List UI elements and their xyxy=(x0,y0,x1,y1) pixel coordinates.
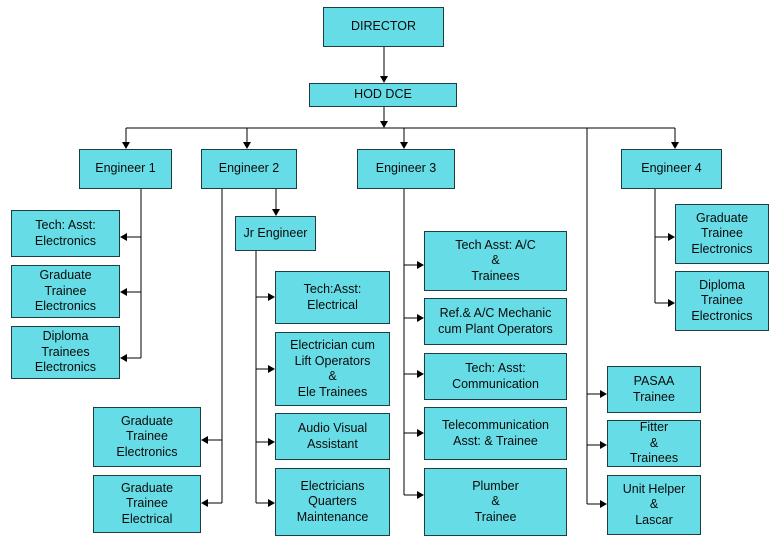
node-engineer-2: Engineer 2 xyxy=(201,149,297,189)
node-line: Trainee xyxy=(633,389,675,404)
node-line: Graduate xyxy=(120,480,174,495)
node-engineer-4: Engineer 4 xyxy=(621,149,722,189)
node-line: Electronics xyxy=(34,299,97,314)
node-e4-diploma-trainee-electronics: Diploma Trainee Electronics xyxy=(675,271,769,331)
node-line: Electronics xyxy=(691,308,753,323)
node-unit-helper-lascar: Unit Helper & Lascar xyxy=(607,475,701,535)
node-e2-graduate-trainee-electronics: Graduate Trainee Electronics xyxy=(93,407,201,467)
node-label: Engineer 1 xyxy=(95,161,156,176)
node-line: Electrical xyxy=(307,297,358,312)
node-line: Graduate xyxy=(120,413,174,428)
node-line: Electricians xyxy=(300,478,365,493)
node-line: Trainees xyxy=(471,268,520,283)
node-engineer-3: Engineer 3 xyxy=(357,149,455,189)
node-line: Assistant xyxy=(307,436,358,451)
node-line: Maintenance xyxy=(296,509,369,524)
node-director: DIRECTOR xyxy=(323,7,444,47)
node-line: Ref.& A/C Mechanic xyxy=(439,306,552,320)
node-e3-tech-asst-ac-trainees: Tech Asst: A/C & Trainees xyxy=(424,231,567,291)
node-line: Electrician cum xyxy=(290,338,375,352)
node-engineer-1: Engineer 1 xyxy=(79,149,172,189)
node-line: & xyxy=(649,497,659,512)
node-line: Lascar xyxy=(635,512,673,527)
node-line: Diploma xyxy=(42,329,89,344)
node-line: Electronics xyxy=(691,241,753,256)
node-line: Plumber xyxy=(472,478,519,493)
node-jr-tech-asst-electrical: Tech:Asst: Electrical xyxy=(275,271,390,324)
node-line: Tech:Asst: xyxy=(303,282,362,296)
node-line: & xyxy=(649,435,659,450)
node-line: Telecommunication xyxy=(442,418,549,432)
node-line: Trainee xyxy=(474,509,517,524)
node-line: Trainees xyxy=(41,344,90,359)
node-label: HOD DCE xyxy=(354,87,412,102)
node-e4-graduate-trainee-electronics: Graduate Trainee Electronics xyxy=(675,204,769,264)
node-line: Trainee xyxy=(701,226,743,241)
node-line: Unit Helper xyxy=(622,481,686,496)
node-line: Communication xyxy=(452,376,539,391)
node-line: Trainee xyxy=(126,429,168,444)
node-line: Electronics xyxy=(34,233,97,248)
node-label: Engineer 3 xyxy=(375,161,437,176)
node-line: Asst: & Trainee xyxy=(453,433,538,448)
node-line: Tech: Asst: xyxy=(35,218,96,232)
node-line: Graduate xyxy=(39,268,92,283)
node-line: & xyxy=(491,253,500,268)
node-line: PASAA xyxy=(633,374,675,388)
node-line: & xyxy=(491,494,500,509)
node-line: Diploma xyxy=(699,277,745,292)
node-line: Electronics xyxy=(34,360,97,375)
node-e3-plumber-trainee: Plumber & Trainee xyxy=(424,468,567,536)
node-jr-engineer: Jr Engineer xyxy=(235,216,316,251)
node-e3-tech-asst-communication: Tech: Asst: Communication xyxy=(424,353,567,400)
node-line: Trainee xyxy=(44,283,87,298)
node-line: Graduate xyxy=(695,210,749,225)
node-line: Quarters xyxy=(308,494,357,509)
node-line: Electrical xyxy=(121,511,173,526)
node-jr-electrician-lift-operators: Electrician cum Lift Operators & Ele Tra… xyxy=(275,332,390,406)
node-line: & xyxy=(328,369,337,383)
node-line: Ele Trainees xyxy=(297,384,368,399)
node-line: Audio Visual xyxy=(297,421,368,435)
node-e1-tech-asst-electronics: Tech: Asst: Electronics xyxy=(11,210,120,257)
node-hod-dce: HOD DCE xyxy=(309,83,457,107)
node-label: Engineer 2 xyxy=(218,161,280,176)
node-label: Jr Engineer xyxy=(243,225,308,240)
node-pasaa-trainee: PASAA Trainee xyxy=(607,366,701,413)
node-line: Fitter xyxy=(639,420,669,435)
node-line: cum Plant Operators xyxy=(438,321,553,336)
node-line: Lift Operators xyxy=(294,353,371,368)
node-label: Engineer 4 xyxy=(641,161,702,176)
node-line: Trainees xyxy=(629,451,679,466)
node-line: Trainee xyxy=(701,293,743,308)
node-e1-diploma-trainees-electronics: Diploma Trainees Electronics xyxy=(11,326,120,379)
node-e2-graduate-trainee-electrical: Graduate Trainee Electrical xyxy=(93,475,201,533)
node-label: DIRECTOR xyxy=(350,19,417,34)
node-e3-ref-ac-mechanic: Ref.& A/C Mechanic cum Plant Operators xyxy=(424,298,567,345)
node-jr-audio-visual-assistant: Audio Visual Assistant xyxy=(275,413,390,460)
node-line: Tech Asst: A/C xyxy=(455,237,536,252)
node-fitter-trainees: Fitter & Trainees xyxy=(607,420,701,467)
node-e1-graduate-trainee-electronics: Graduate Trainee Electronics xyxy=(11,265,120,318)
node-jr-electricians-quarters-maintenance: Electricians Quarters Maintenance xyxy=(275,468,390,536)
node-line: Trainee xyxy=(126,496,168,511)
node-e3-telecommunication-asst: Telecommunication Asst: & Trainee xyxy=(424,407,567,460)
node-line: Tech: Asst: xyxy=(465,361,526,375)
node-line: Electronics xyxy=(116,444,178,459)
